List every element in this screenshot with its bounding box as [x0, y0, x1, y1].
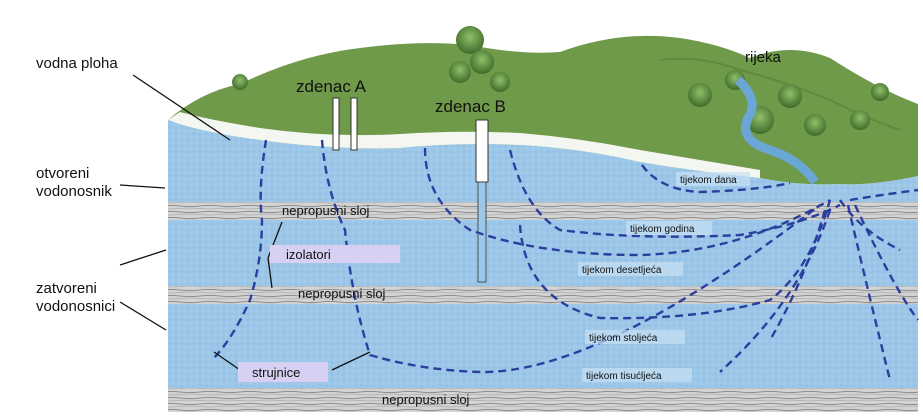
well-a-label: zdenac A	[296, 77, 367, 96]
river-label: rijeka	[745, 49, 782, 66]
streamlines-label: strujnice	[252, 365, 300, 380]
well-b-label: zdenac B	[435, 97, 506, 116]
open-aquifer-label-2: vodonosnik	[36, 183, 112, 200]
decades-label: tijekom desetljeća	[582, 265, 662, 276]
impermeable-layer-2	[168, 286, 918, 304]
impermeable-layer-1	[168, 202, 918, 220]
millennia-label: tijekom tisućljeća	[586, 371, 662, 382]
impermeable-layer-label-3: nepropusni sloj	[382, 392, 470, 407]
impermeable-layer-label-1: nepropusni sloj	[282, 203, 370, 218]
impermeable-layer-3	[168, 388, 918, 412]
years-label: tijekom godina	[630, 224, 695, 235]
confined-aquifers-label-1: zatvoreni	[36, 280, 97, 297]
isolators-label: izolatori	[286, 247, 331, 262]
water-table-label: vodna ploha	[36, 55, 118, 72]
days-label: tijekom dana	[680, 175, 737, 186]
confined-aquifers-label-2: vodonosnici	[36, 298, 115, 315]
centuries-label: tijekom stoljeća	[589, 333, 658, 344]
impermeable-layer-label-2: nepropusni sloj	[298, 286, 386, 301]
well-b	[476, 120, 488, 282]
open-aquifer-label-1: otvoreni	[36, 165, 89, 182]
